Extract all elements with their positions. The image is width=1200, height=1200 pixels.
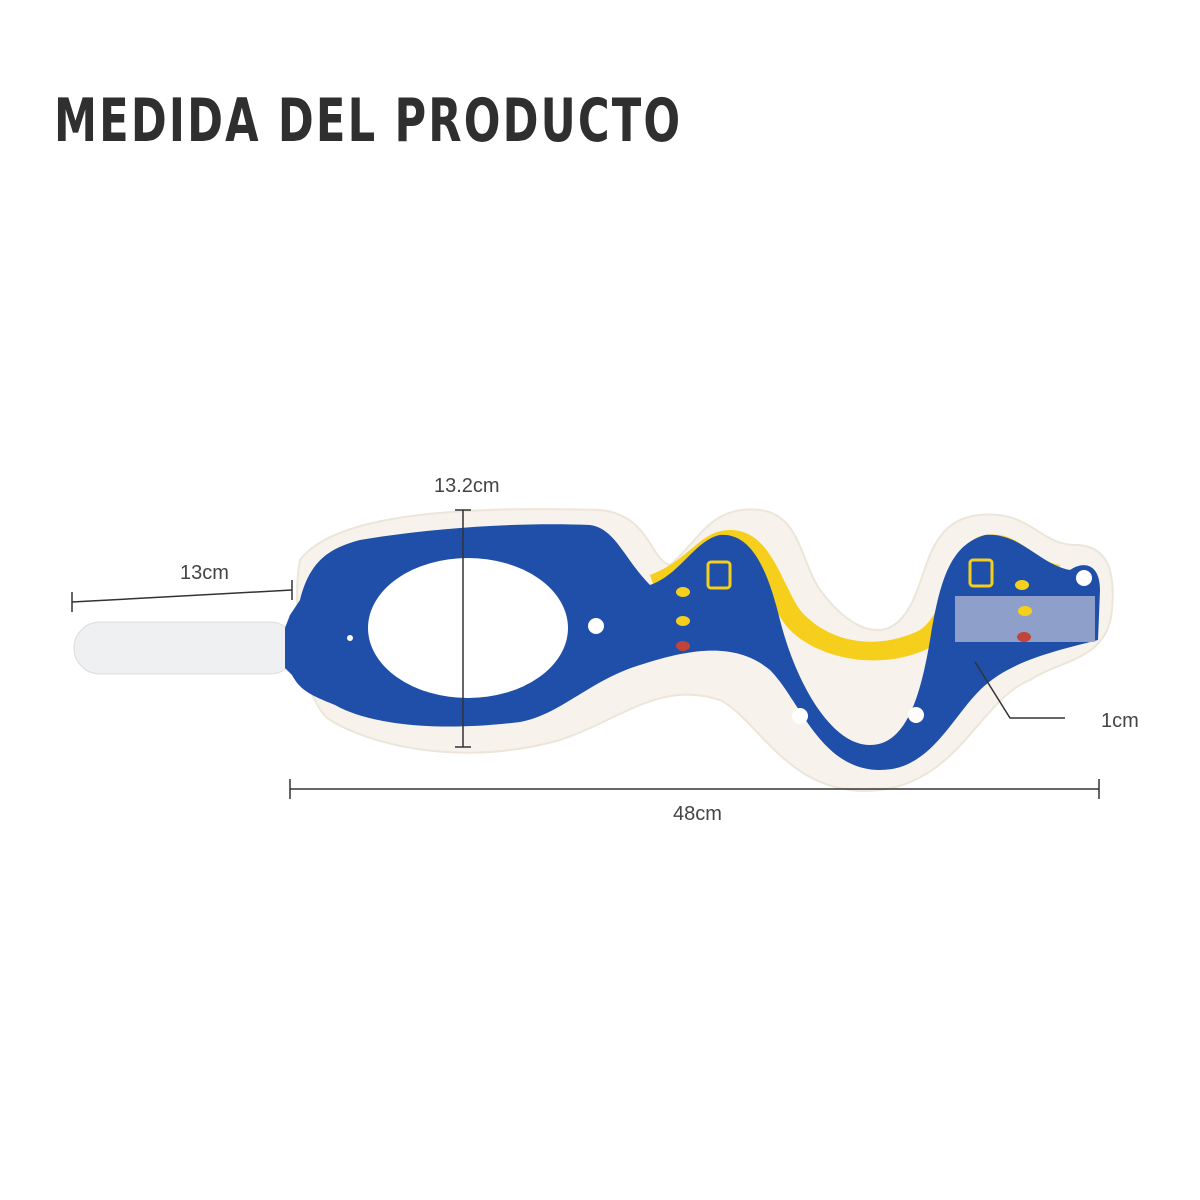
page-title: MEDIDA DEL PRODUCTO bbox=[54, 86, 683, 156]
yellow-holes bbox=[676, 580, 1032, 626]
strap-length-label: 13cm bbox=[180, 562, 229, 584]
red-holes bbox=[676, 632, 1031, 651]
dimension-lines bbox=[71, 509, 1100, 799]
strap bbox=[73, 621, 297, 675]
rivets bbox=[347, 570, 1092, 724]
height-label: 13.2cm bbox=[434, 475, 500, 497]
oval-opening bbox=[368, 558, 568, 698]
total-length-label: 48cm bbox=[673, 803, 722, 825]
buckles bbox=[706, 558, 994, 590]
padding-thickness-label: 1cm bbox=[1101, 710, 1139, 732]
